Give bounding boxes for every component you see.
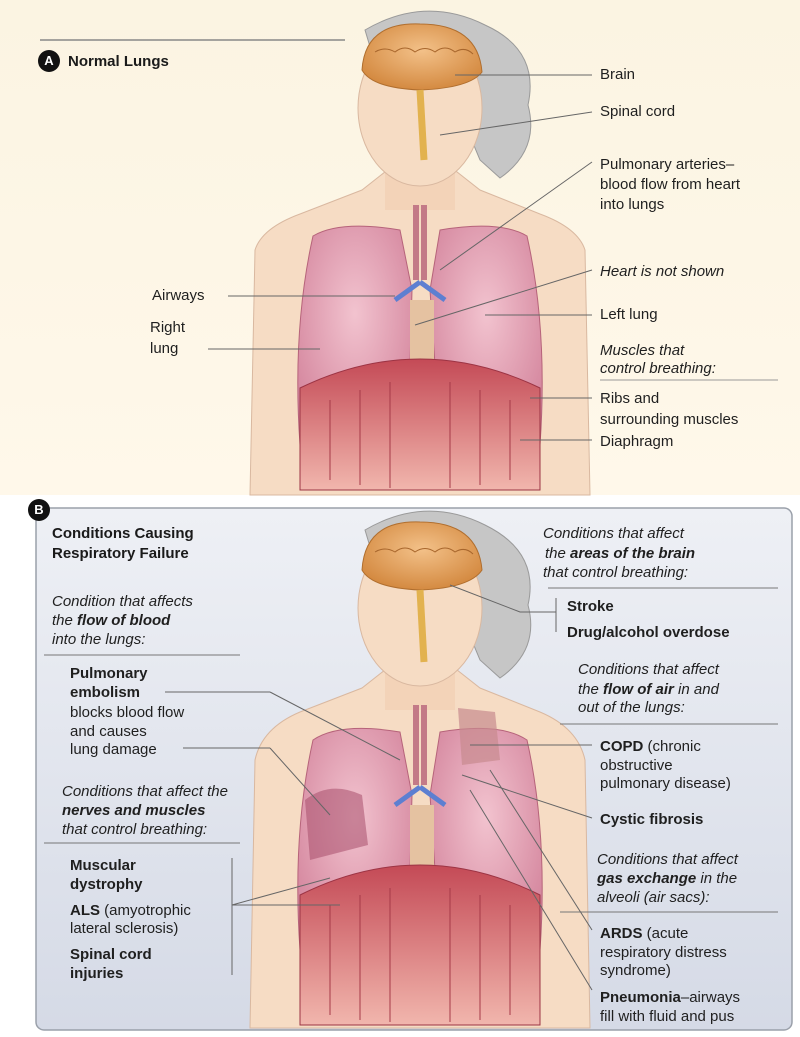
copd-2: obstructive [600, 756, 673, 775]
ards-1: ARDS (acute [600, 924, 688, 943]
brain-heading-2: the areas of the brain [545, 544, 695, 563]
als-2: lateral sclerosis) [70, 919, 178, 938]
gas-heading-1: Conditions that affect [597, 850, 738, 869]
label-left-lung: Left lung [600, 305, 658, 324]
sci-1: Spinal cord [70, 945, 152, 964]
embolism-3: blocks blood flow [70, 703, 184, 722]
md-1: Muscular [70, 856, 136, 875]
label-spinal-cord: Spinal cord [600, 102, 675, 121]
label-stroke: Stroke [567, 597, 614, 616]
air-heading-3: out of the lungs: [578, 698, 685, 717]
label-overdose: Drug/alcohol overdose [567, 623, 730, 642]
air-heading-1: Conditions that affect [578, 660, 719, 679]
label-heart-not-shown: Heart is not shown [600, 262, 724, 281]
panel-b-title-1: Conditions Causing [52, 524, 194, 543]
brain-heading-3: that control breathing: [543, 563, 688, 582]
embolism-5: lung damage [70, 740, 157, 759]
panel-a-title: Normal Lungs [68, 52, 169, 71]
nerves-heading-2: nerves and muscles [62, 801, 205, 820]
pneumonia-2: fill with fluid and pus [600, 1007, 734, 1026]
ards-2: respiratory distress [600, 943, 727, 962]
blood-heading-2: the flow of blood [52, 611, 170, 630]
embolism-1: Pulmonary [70, 664, 148, 683]
label-pulmonary-arteries-2: blood flow from heart [600, 175, 740, 194]
ards-3: syndrome) [600, 961, 671, 980]
label-right-lung-1: Right [150, 318, 185, 337]
label-right-lung-2: lung [150, 339, 178, 358]
label-cystic-fibrosis: Cystic fibrosis [600, 810, 703, 829]
copd-3: pulmonary disease) [600, 774, 731, 793]
embolism-2: embolism [70, 683, 140, 702]
label-ribs-2: surrounding muscles [600, 410, 738, 429]
label-diaphragm: Diaphragm [600, 432, 673, 451]
md-2: dystrophy [70, 875, 143, 894]
label-ribs-1: Ribs and [600, 389, 659, 408]
label-pulmonary-arteries-1: Pulmonary arteries– [600, 155, 734, 174]
nerves-heading-3: that control breathing: [62, 820, 207, 839]
blood-heading-1: Condition that affects [52, 592, 193, 611]
label-pulmonary-arteries-3: into lungs [600, 195, 664, 214]
label-brain: Brain [600, 65, 635, 84]
brain-heading-1: Conditions that affect [543, 524, 684, 543]
panel-b-badge: B [28, 499, 50, 521]
embolism-4: and causes [70, 722, 147, 741]
sci-2: injuries [70, 964, 123, 983]
panel-a-badge: A [38, 50, 60, 72]
gas-heading-2: gas exchange in the [597, 869, 737, 888]
als-1: ALS (amyotrophic [70, 901, 191, 920]
label-muscles-heading-1: Muscles that [600, 341, 684, 360]
air-heading-2: the flow of air in and [578, 680, 719, 699]
panel-b-title-2: Respiratory Failure [52, 544, 189, 563]
gas-heading-3: alveoli (air sacs): [597, 888, 710, 907]
blood-heading-3: into the lungs: [52, 630, 145, 649]
label-muscles-heading-2: control breathing: [600, 359, 716, 378]
pneumonia-1: Pneumonia–airways [600, 988, 740, 1007]
copd-1: COPD (chronic [600, 737, 701, 756]
nerves-heading-1: Conditions that affect the [62, 782, 228, 801]
label-airways: Airways [152, 286, 205, 305]
